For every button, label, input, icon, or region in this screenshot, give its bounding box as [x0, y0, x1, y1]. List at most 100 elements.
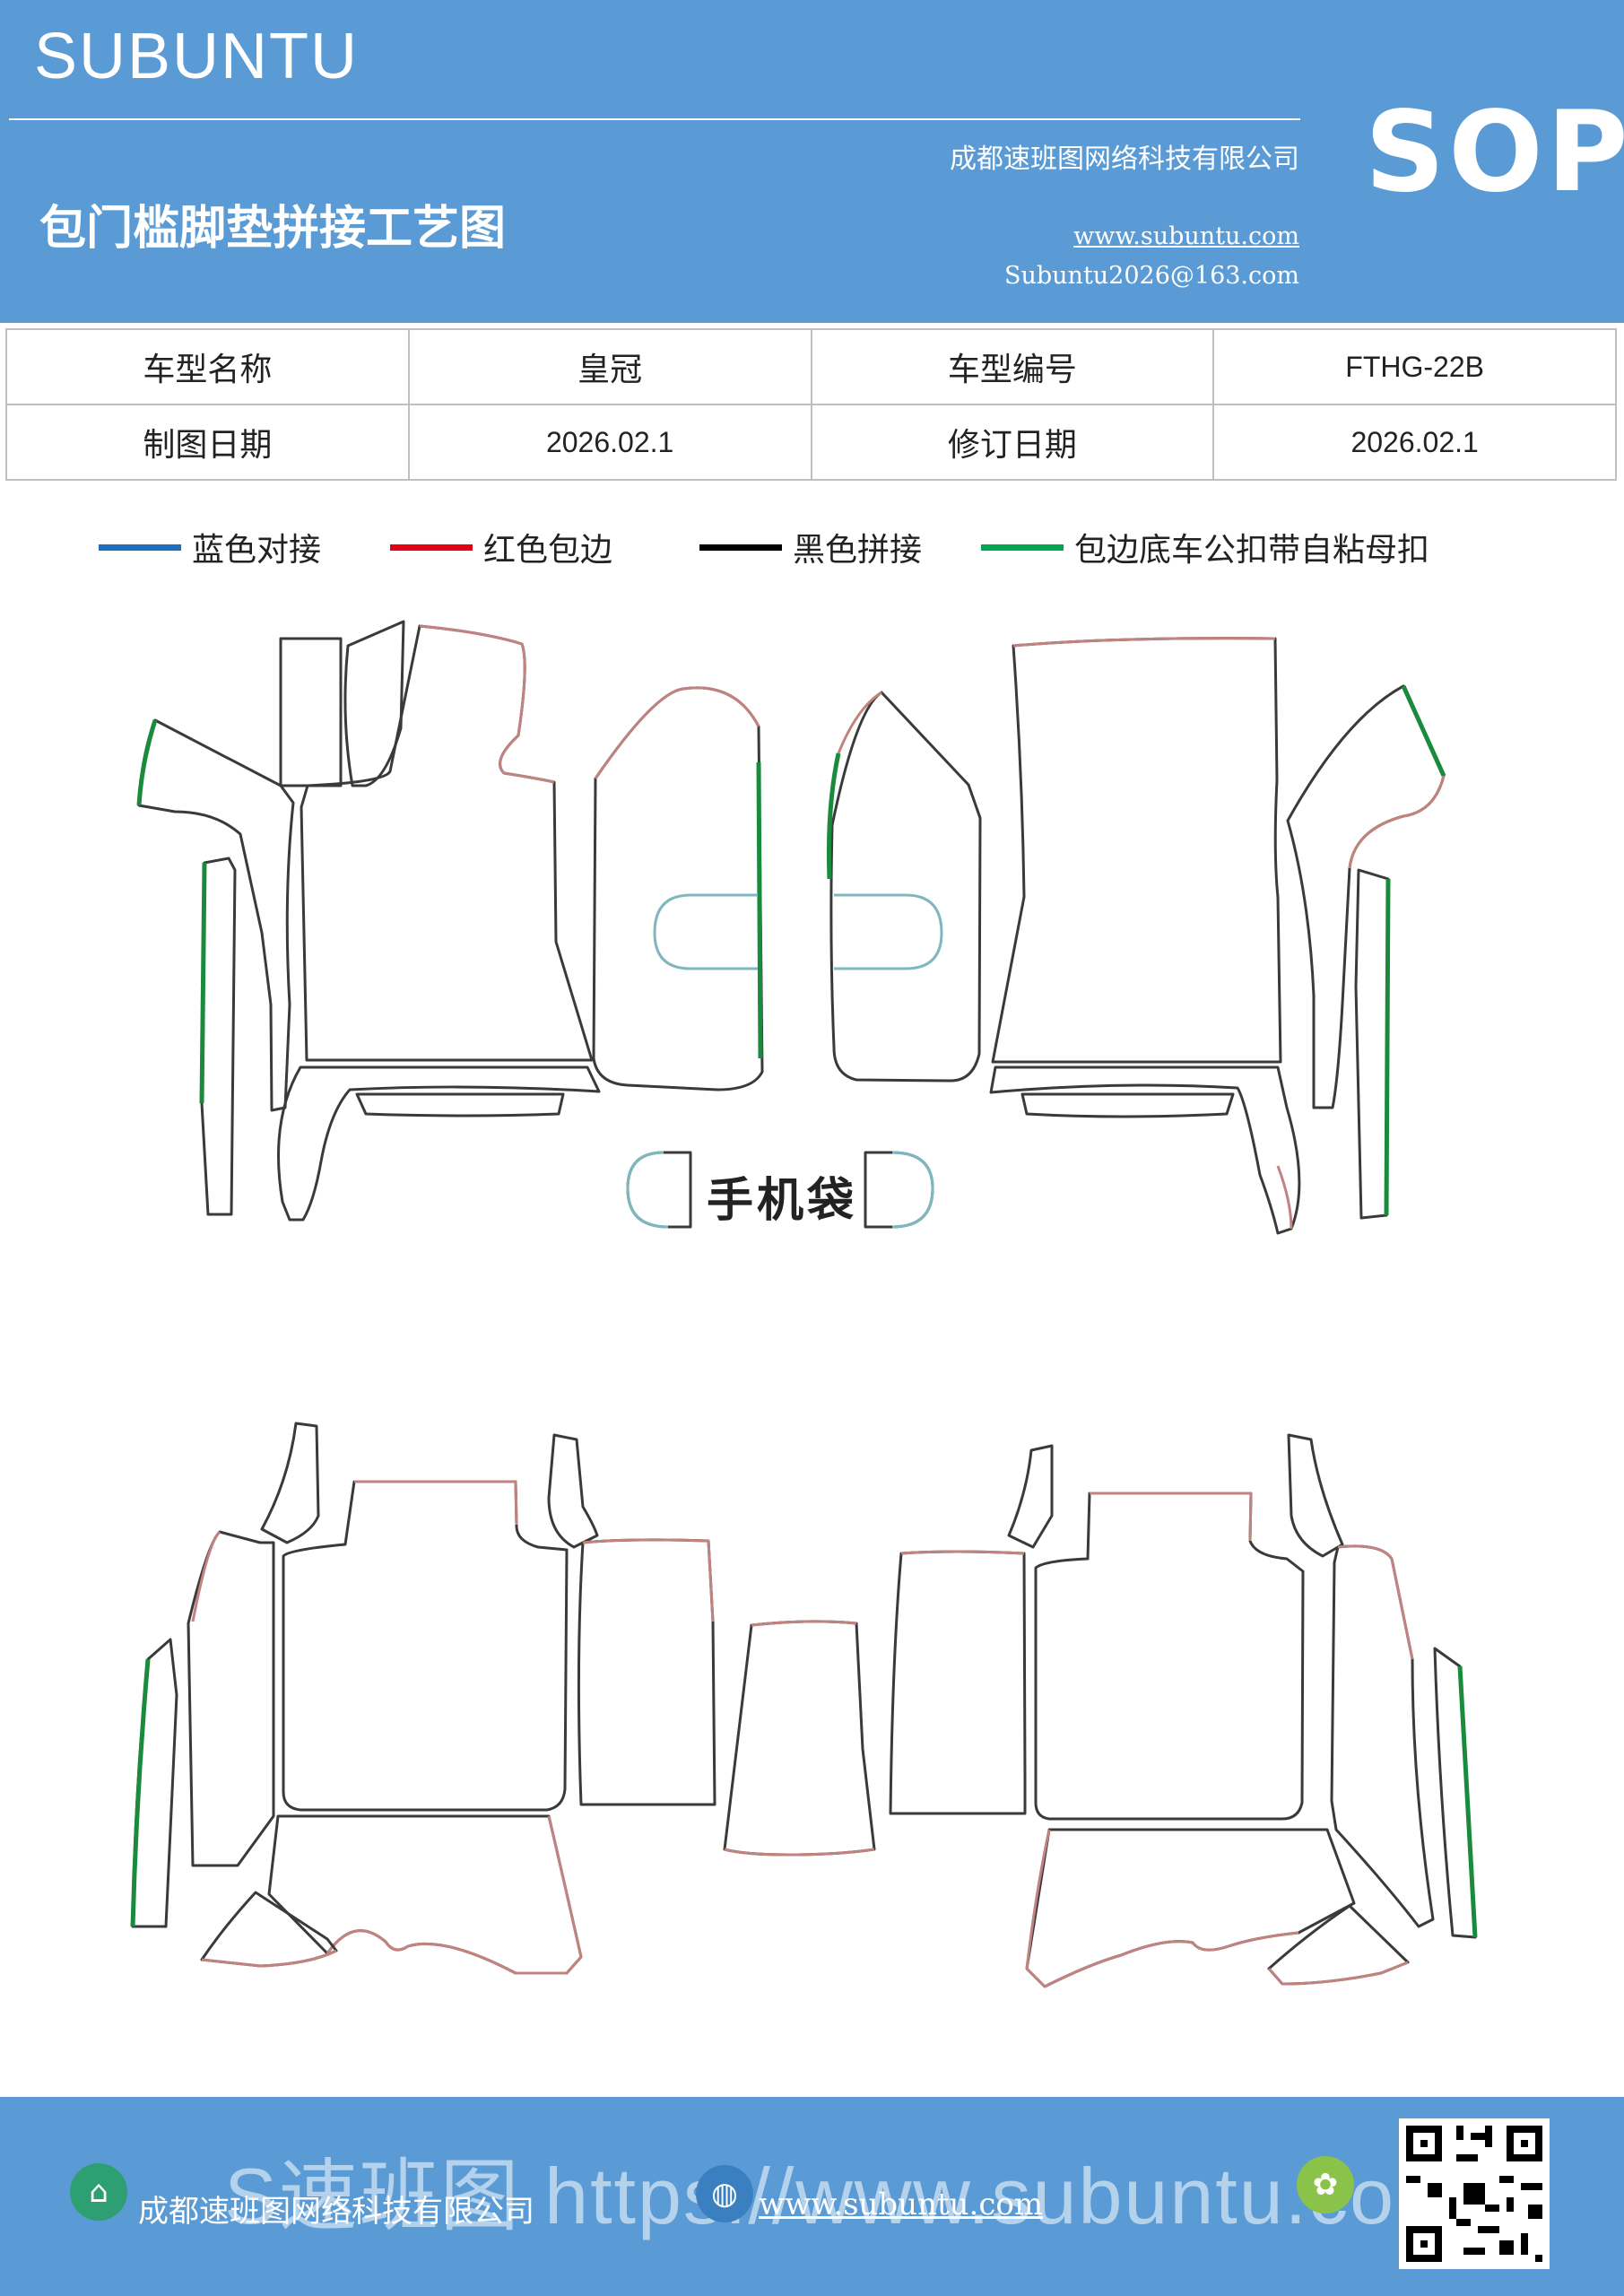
mat-piece-edge — [191, 1530, 221, 1622]
mat-piece — [277, 1065, 601, 1222]
mat-piece-edge — [1090, 1492, 1253, 1542]
mat-piece — [1354, 868, 1390, 1220]
legend-swatch — [390, 544, 473, 551]
footer-company: 成都速班图网络科技有限公司 — [138, 2194, 534, 2230]
color-legend: 蓝色对接 红色包边 黑色拼接 包边底车公扣带自粘母扣 — [0, 520, 1624, 574]
building-icon: ⌂ — [70, 2163, 127, 2221]
phone-bag-left-edge — [626, 1151, 669, 1229]
mat-piece — [200, 1891, 338, 1968]
mat-piece — [889, 1550, 1027, 1815]
qr-code — [1399, 2118, 1550, 2269]
phone-bag-right-edge — [891, 1151, 934, 1229]
mat-piece-edge — [1025, 1829, 1299, 1988]
floor-mat-pattern-drawing — [130, 620, 1478, 1988]
table-cell: 皇冠 — [407, 328, 812, 405]
table-cell: 车型名称 — [5, 328, 410, 405]
mat-piece — [1025, 1828, 1356, 1988]
mat-piece — [355, 1092, 565, 1118]
phone-bag-label: 手机袋 — [707, 1174, 858, 1228]
sop-badge: SOP — [1365, 88, 1624, 217]
legend-item-green: 包边底车公扣带自粘母扣 — [981, 520, 1429, 574]
table-cell: 2026.02.1 — [1212, 404, 1617, 481]
mat-piece-edge — [724, 1620, 875, 1857]
legend-item-red: 红色包边 — [390, 520, 612, 574]
website-link[interactable]: www.subuntu.com — [1073, 222, 1299, 250]
table-cell: FTHG-22B — [1212, 328, 1617, 405]
front-left-mat-group — [136, 620, 764, 1222]
green-edge — [199, 862, 207, 1104]
mat-piece-edge — [419, 624, 555, 784]
mat-piece — [577, 1538, 716, 1806]
mat-piece — [260, 1422, 320, 1544]
table-row: 车型名称 皇冠 车型编号 FTHG-22B — [5, 328, 1617, 405]
mat-piece — [200, 857, 237, 1216]
legend-swatch — [699, 544, 782, 551]
green-edge — [1457, 1665, 1478, 1938]
legend-item-blue: 蓝色对接 — [99, 520, 321, 574]
legend-swatch — [99, 544, 181, 551]
mat-piece-edge — [1267, 1961, 1409, 1986]
mat-piece — [282, 1480, 569, 1812]
mat-piece — [723, 1620, 876, 1857]
mat-piece — [547, 1433, 599, 1549]
company-name: 成都速班图网络科技有限公司 — [950, 144, 1299, 175]
mat-piece — [1433, 1647, 1477, 1939]
mat-piece-edge — [594, 686, 760, 779]
header-banner: SUBUNTU 包门槛脚垫拼接工艺图 成都速班图网络科技有限公司 www.sub… — [0, 0, 1624, 323]
front-right-mat-group — [826, 637, 1446, 1235]
mat-piece — [991, 637, 1282, 1064]
mat-piece-edge — [900, 1550, 1025, 1555]
green-edge — [1384, 878, 1391, 1216]
table-cell: 车型编号 — [810, 328, 1215, 405]
mat-piece — [1034, 1492, 1305, 1821]
mat-piece — [267, 1814, 583, 1975]
phone-slot — [653, 893, 758, 970]
rear-left-mat-group — [130, 1422, 716, 1975]
mat-piece-edge — [837, 691, 882, 754]
phone-slot — [834, 893, 943, 970]
email-address: Subuntu2026@163.com — [1004, 262, 1299, 290]
document-title: 包门槛脚垫拼接工艺图 — [39, 202, 507, 256]
mat-piece-edge — [1348, 775, 1446, 869]
mat-piece-edge — [1276, 1165, 1293, 1230]
brand-name: SUBUNTU — [34, 21, 360, 92]
mat-piece — [1007, 1444, 1054, 1549]
legend-label: 黑色拼接 — [793, 532, 923, 569]
footer-banner: ⌂ S速班图 https://www.subuntu.com 成都速班图网络科技… — [0, 2097, 1624, 2296]
green-edge — [130, 1658, 151, 1927]
green-edge — [756, 761, 763, 1059]
legend-swatch — [981, 544, 1064, 551]
table-cell: 制图日期 — [5, 404, 410, 481]
rear-center-mat-group — [723, 1620, 876, 1857]
footer-watermark: S速班图 https://www.subuntu.com — [224, 2152, 1463, 2240]
mat-piece — [343, 620, 405, 787]
table-cell: 2026.02.1 — [407, 404, 812, 481]
mat-piece — [829, 691, 982, 1083]
legend-label: 蓝色对接 — [192, 532, 322, 569]
footer-website-link[interactable]: www.subuntu.com — [759, 2187, 1044, 2222]
mat-piece — [137, 718, 295, 1112]
mat-piece-edge — [582, 1538, 715, 1622]
mat-piece — [1330, 1544, 1435, 1928]
green-edge — [826, 752, 841, 880]
table-row: 制图日期 2026.02.1 修订日期 2026.02.1 — [5, 404, 1617, 481]
mat-piece — [989, 1065, 1301, 1235]
mat-piece — [1286, 684, 1446, 1109]
phone-bag-group — [626, 1151, 934, 1229]
mat-piece — [1020, 1092, 1235, 1118]
vehicle-info-table: 车型名称 皇冠 车型编号 FTHG-22B 制图日期 2026.02.1 修订日… — [5, 328, 1617, 481]
legend-item-black: 黑色拼接 — [699, 520, 922, 574]
globe-icon: ◍ — [696, 2165, 753, 2222]
mat-piece — [279, 637, 343, 787]
mat-piece-edge — [201, 1949, 337, 1968]
header-divider — [9, 118, 1300, 120]
mat-piece-edge — [1337, 1544, 1414, 1660]
table-cell: 修订日期 — [810, 404, 1215, 481]
mat-piece — [1287, 1433, 1344, 1558]
mat-piece-edge — [1012, 637, 1276, 648]
legend-label: 红色包边 — [483, 532, 613, 569]
green-edge — [1401, 684, 1446, 778]
mat-piece-edge — [326, 1815, 583, 1975]
legend-label: 包边底车公扣带自粘母扣 — [1074, 532, 1430, 569]
wechat-icon: ✿ — [1297, 2156, 1354, 2213]
